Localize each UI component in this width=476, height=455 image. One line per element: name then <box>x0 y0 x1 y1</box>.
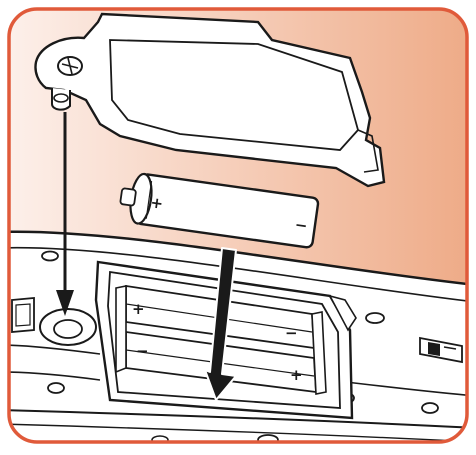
power-switch-knob <box>428 342 440 356</box>
loose-battery-minus-label: − <box>294 216 309 236</box>
slot-bottom-minus-label: − <box>136 342 149 360</box>
screw-hole-small <box>422 403 438 413</box>
cover-screw-hole <box>54 320 82 338</box>
slot-bottom-plus-label: + <box>290 366 303 384</box>
screw-hole-small <box>48 383 64 393</box>
slot-top-plus-label: + <box>132 300 145 318</box>
screw-hole-small <box>366 313 384 323</box>
side-latch-left-inner <box>16 304 30 326</box>
contact-plate-left <box>116 286 126 372</box>
loose-battery-plus-label: + <box>149 193 164 213</box>
screw-post-tip <box>54 94 68 102</box>
slot-top-minus-label: − <box>285 324 298 342</box>
loose-battery-terminal <box>120 188 136 206</box>
screw-hole-small <box>42 252 58 261</box>
